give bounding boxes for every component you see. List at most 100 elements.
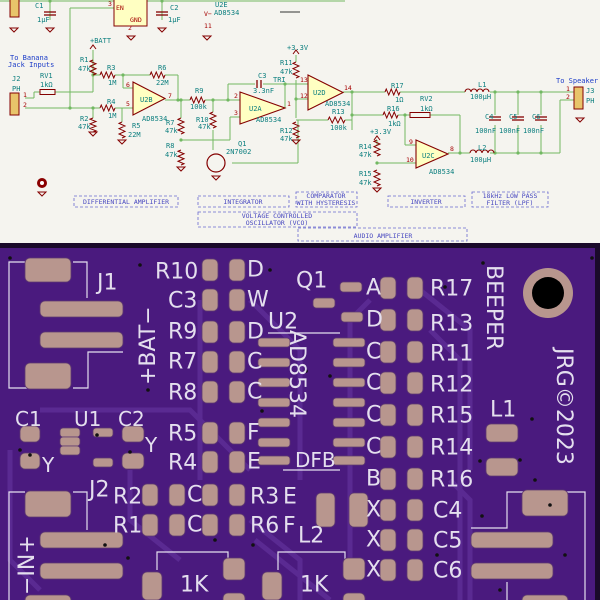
smd-pad <box>406 308 424 332</box>
smd-pad <box>39 300 124 318</box>
label-rv2v: 1kΩ <box>420 105 433 113</box>
smd-pad <box>485 457 519 477</box>
smd-pad <box>342 592 366 600</box>
label-r8: R8 <box>166 142 174 150</box>
schematic-sheet <box>0 0 600 245</box>
label-vminus: V− <box>204 10 212 18</box>
ground-symbol <box>210 175 222 181</box>
ground-symbol <box>44 27 56 33</box>
label-r12: R12 <box>280 127 293 135</box>
smd-pad <box>59 427 81 438</box>
via <box>268 268 272 272</box>
smd-pad <box>39 562 124 580</box>
via <box>260 409 264 413</box>
ground-symbol <box>290 139 302 145</box>
via <box>138 263 142 267</box>
label-r1: R1 <box>80 56 88 64</box>
junction-dot <box>179 98 183 102</box>
label-c6: C6 <box>532 113 540 121</box>
smd-pad <box>257 377 291 388</box>
via <box>328 374 332 378</box>
net-letter: C <box>247 350 262 375</box>
label-c5: C5 <box>509 113 517 121</box>
label-pin11: 11 <box>204 22 212 30</box>
silk-label-trim2: 1K <box>300 573 329 598</box>
smd-pad <box>201 450 219 474</box>
via <box>480 514 484 518</box>
net-letter: C <box>366 340 381 365</box>
block-outline <box>297 227 468 242</box>
resistor-symbol <box>176 117 186 135</box>
connector-symbol <box>9 92 20 116</box>
label-r11v: 47k <box>280 68 293 76</box>
inductor-symbol <box>469 149 495 154</box>
label-c5v: 100nF <box>499 127 520 135</box>
smd-pad <box>257 437 291 448</box>
opamp-symbol <box>415 139 450 169</box>
net-letter: F <box>283 514 296 539</box>
potentiometer-symbol <box>39 89 56 95</box>
label-j3: J3 <box>586 87 594 95</box>
smd-pad <box>406 403 424 427</box>
label-rv2: RV2 <box>420 95 433 103</box>
junction-dot <box>458 151 462 155</box>
via <box>128 450 132 454</box>
block-label-inv: INVERTER <box>410 198 441 206</box>
smd-pad <box>168 513 186 537</box>
label-u2ep: AD8534 <box>214 9 239 17</box>
pin-number: 12 <box>300 92 308 100</box>
silk-label-jrg: JRG©2023 <box>551 346 576 465</box>
smd-pad <box>470 562 554 580</box>
smd-pad <box>332 455 366 466</box>
ground-symbol <box>125 35 137 41</box>
via <box>435 553 439 557</box>
opamp-symbol <box>132 81 167 116</box>
label-r5: R5 <box>132 122 140 130</box>
junction-dot <box>403 113 407 117</box>
smd-pad <box>92 427 114 438</box>
label-u2a: U2A <box>249 105 262 113</box>
block-label-lpf2: FILTER (LPF) <box>487 199 534 207</box>
junction-dot <box>539 90 543 94</box>
smd-pad <box>340 311 364 323</box>
silk-label-r2: R2 <box>113 485 142 510</box>
label-rv1v: 1kΩ <box>40 81 53 89</box>
mounting-hole-ring <box>523 268 573 318</box>
label-r2: R2 <box>80 115 88 123</box>
smd-pad <box>406 340 424 364</box>
potentiometer-symbol <box>409 112 431 118</box>
smd-pad <box>201 320 219 344</box>
silk-label-r5: R5 <box>168 422 197 447</box>
smd-pad <box>201 483 219 507</box>
smd-pad <box>339 281 363 293</box>
label-r13: R13 <box>332 108 345 116</box>
label-tri: TRI <box>273 76 286 84</box>
smd-pad <box>406 435 424 459</box>
label-r1v: 47k <box>78 65 91 73</box>
smd-pad <box>332 337 366 348</box>
smd-pad <box>24 362 72 390</box>
smd-pad <box>379 467 397 491</box>
copper-trace <box>248 518 303 600</box>
silk-label-r3: R3 <box>250 485 279 510</box>
smd-pad <box>201 350 219 374</box>
junction-dot <box>176 98 180 102</box>
label-r4v: 1M <box>108 112 116 120</box>
block-label-integ: INTEGRATOR <box>223 198 262 206</box>
label-u2b: U2B <box>140 96 153 104</box>
silk-label-j1: J1 <box>95 271 118 296</box>
label-u2ap: AD8534 <box>256 116 281 124</box>
label-r14: R14 <box>359 143 372 151</box>
label-r17: R17 <box>391 82 404 90</box>
label-l2v: 100µH <box>470 156 491 164</box>
smd-pad <box>470 531 554 549</box>
smd-pad <box>257 357 291 368</box>
ground-symbol <box>8 27 20 33</box>
label-r7: R7 <box>166 119 174 127</box>
via <box>18 448 22 452</box>
via <box>146 388 150 392</box>
smd-pad <box>332 357 366 368</box>
label-u2c: U2C <box>422 152 435 160</box>
via <box>563 553 567 557</box>
label-u1_en: EN <box>116 4 124 12</box>
